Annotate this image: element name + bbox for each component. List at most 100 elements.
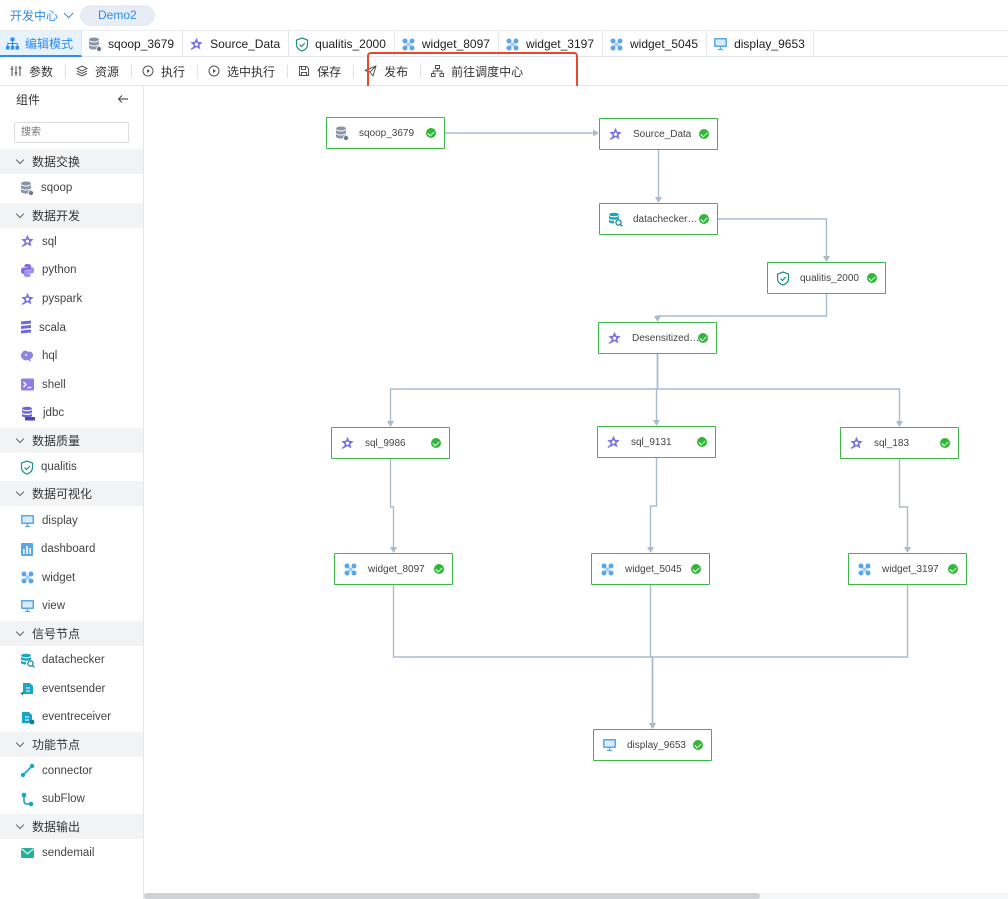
workflow-node-datachecker[interactable]: datachecker… xyxy=(599,203,718,235)
workflow-node-source-data[interactable]: Source_Data xyxy=(599,118,718,150)
workflow-node-sql-183[interactable]: sql_183 xyxy=(840,427,959,459)
workflow-node-sql-9131[interactable]: sql_9131 xyxy=(597,426,716,458)
component-item-dashboard[interactable]: dashboard xyxy=(0,535,143,564)
status-success-icon xyxy=(431,438,441,448)
workflow-node-widget-5045[interactable]: widget_5045 xyxy=(591,553,710,585)
horizontal-scrollbar[interactable] xyxy=(144,893,1008,899)
sidebar-title: 组件 xyxy=(16,92,41,107)
run-selected-button[interactable]: 选中执行 xyxy=(198,57,287,86)
component-item-connector[interactable]: connector xyxy=(0,757,143,786)
event-sender-icon xyxy=(20,683,33,696)
workflow-node-sql-9986[interactable]: sql_9986 xyxy=(331,427,450,459)
spark-star-icon xyxy=(21,235,34,248)
component-group-header[interactable]: 信号节点 xyxy=(0,620,143,646)
component-item-scala[interactable]: scala xyxy=(0,313,143,342)
workspace-tag[interactable]: Demo2 xyxy=(80,4,155,26)
component-item-sendemail[interactable]: sendemail xyxy=(0,839,143,868)
arrow-head-icon xyxy=(387,421,394,427)
workflow-node-widget-3197[interactable]: widget_3197 xyxy=(848,553,967,585)
node-label: Source_Data xyxy=(633,128,692,140)
component-item-display[interactable]: display xyxy=(0,506,143,535)
shield-check-icon xyxy=(296,36,309,52)
tab-qualitis-2000[interactable]: qualitis_2000 xyxy=(289,31,395,57)
component-item-jdbc[interactable]: jdbc xyxy=(0,399,143,428)
node-label: widget_8097 xyxy=(368,563,425,575)
tab-edit-mode[interactable]: 编辑模式 xyxy=(0,31,83,57)
workflow-canvas[interactable]: sqoop_3679 Source_Data datachecker… qualiti… xyxy=(144,86,1008,899)
workflow-edges xyxy=(387,129,911,729)
component-item-qualitis[interactable]: qualitis xyxy=(0,453,143,482)
tab-widget-3197[interactable]: widget_3197 xyxy=(499,31,603,57)
save-button[interactable]: 保存 xyxy=(288,57,353,86)
component-item-eventreceiver[interactable]: eventreceiver xyxy=(0,703,143,732)
tab-source-data[interactable]: Source_Data xyxy=(183,31,290,57)
group-label: 数据交换 xyxy=(32,155,81,169)
tab-label: Source_Data xyxy=(210,37,281,51)
arrow-left-icon[interactable] xyxy=(117,94,129,104)
component-item-pyspark[interactable]: pyspark xyxy=(0,285,143,314)
node-label: sql_183 xyxy=(874,437,910,449)
tab-display-9653[interactable]: display_9653 xyxy=(707,31,814,57)
component-group-header[interactable]: 数据质量 xyxy=(0,427,143,453)
scala-icon xyxy=(21,320,31,334)
tab-widget-5045[interactable]: widget_5045 xyxy=(603,31,708,57)
chevron-down-icon xyxy=(15,627,25,636)
workflow-node-qualitis-2000[interactable]: qualitis_2000 xyxy=(767,262,886,294)
tab-label: widget_3197 xyxy=(525,37,594,51)
goto-scheduler-button[interactable]: 前往调度中心 xyxy=(421,57,535,86)
status-success-icon xyxy=(940,438,950,448)
params-button[interactable]: 参数 xyxy=(0,57,65,86)
layers-icon xyxy=(76,65,89,77)
component-item-sql[interactable]: sql xyxy=(0,228,143,257)
component-item-view[interactable]: view xyxy=(0,592,143,621)
publish-button[interactable]: 发布 xyxy=(354,57,420,86)
component-item-hql[interactable]: hql xyxy=(0,342,143,371)
widget-icon xyxy=(601,563,614,575)
tab-widget-8097[interactable]: widget_8097 xyxy=(395,31,499,57)
run-button[interactable]: 执行 xyxy=(132,57,197,86)
component-item-sqoop[interactable]: sqoop xyxy=(0,174,143,203)
component-label: widget xyxy=(42,571,76,584)
toolbar-divider xyxy=(131,64,133,78)
chevron-down-icon xyxy=(15,488,25,497)
component-item-widget[interactable]: widget xyxy=(0,564,143,593)
project-dropdown[interactable]: 开发中心 xyxy=(10,7,74,24)
status-success-icon xyxy=(691,564,701,574)
component-group-header[interactable]: 功能节点 xyxy=(0,731,143,757)
component-item-eventsender[interactable]: eventsender xyxy=(0,674,143,703)
resources-button[interactable]: 资源 xyxy=(66,57,131,86)
component-group-header[interactable]: 数据输出 xyxy=(0,813,143,839)
arrow-head-icon xyxy=(654,316,661,322)
node-label: datachecker… xyxy=(633,213,698,225)
component-group-header[interactable]: 数据开发 xyxy=(0,202,143,228)
tab-sqoop-3679[interactable]: sqoop_3679 xyxy=(82,31,184,57)
sitemap-icon xyxy=(6,37,19,49)
node-label: display_9653 xyxy=(627,739,686,751)
widget-icon xyxy=(858,563,871,575)
workflow-node-sqoop-3679[interactable]: sqoop_3679 xyxy=(326,117,445,149)
component-label: pyspark xyxy=(42,293,83,306)
component-group-header[interactable]: 数据可视化 xyxy=(0,481,143,507)
workflow-node-display-9653[interactable]: display_9653 xyxy=(593,729,712,761)
arrow-head-icon xyxy=(649,723,656,729)
widget-icon xyxy=(610,38,623,50)
datachecker-icon xyxy=(21,653,35,668)
component-item-shell[interactable]: shell xyxy=(0,371,143,400)
top-bar: 开发中心 Demo2 xyxy=(0,0,1008,31)
component-item-datachecker[interactable]: datachecker xyxy=(0,646,143,675)
component-label: qualitis xyxy=(41,461,77,474)
node-label: sql_9986 xyxy=(365,437,406,449)
subflow-icon xyxy=(21,792,34,807)
component-label: python xyxy=(42,264,77,277)
component-label: datachecker xyxy=(42,654,105,667)
component-group-header[interactable]: 数据交换 xyxy=(0,149,143,174)
workflow-node-desensitized[interactable]: Desensitized… xyxy=(598,322,717,354)
workflow-node-widget-8097[interactable]: widget_8097 xyxy=(334,553,453,585)
component-item-python[interactable]: python xyxy=(0,256,143,285)
scrollbar-thumb[interactable] xyxy=(144,893,760,899)
component-item-subflow[interactable]: subFlow xyxy=(0,785,143,814)
jdbc-icon xyxy=(22,406,35,421)
group-label: 数据输出 xyxy=(32,819,81,834)
tab-label: widget_5045 xyxy=(630,37,699,51)
component-search-input[interactable] xyxy=(14,122,129,143)
